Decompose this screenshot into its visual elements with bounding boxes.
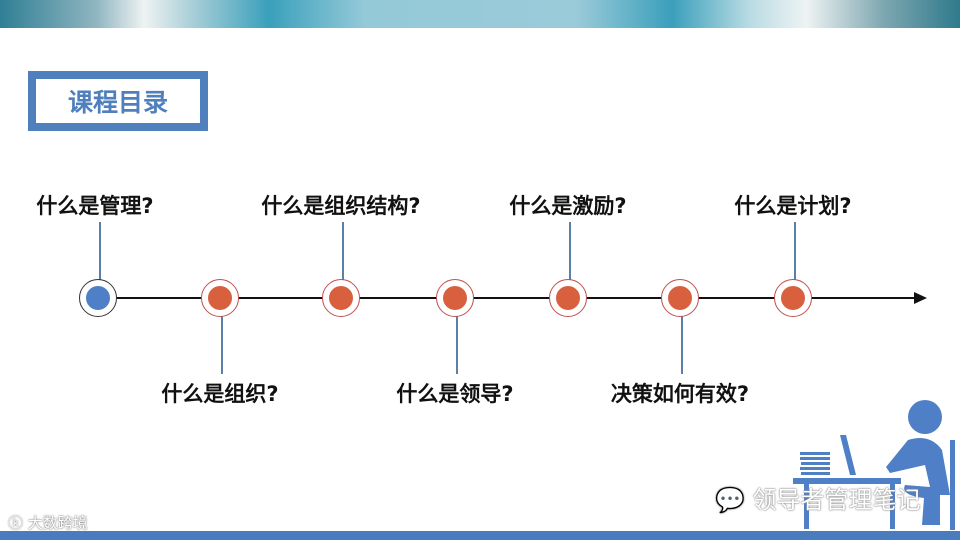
title-box: 课程目录 — [28, 71, 208, 131]
node-dot-icon — [86, 286, 110, 310]
connector-line — [681, 316, 683, 374]
corner-watermark-text: 大数跨境 — [27, 514, 88, 532]
wechat-watermark: 💬 领导者管理笔记 — [715, 480, 921, 515]
timeline-node[interactable] — [549, 279, 587, 317]
timeline-label[interactable]: 什么是组织? — [161, 382, 279, 406]
timeline-node[interactable] — [661, 279, 699, 317]
timeline-node[interactable] — [79, 279, 117, 317]
node-dot-icon — [668, 286, 692, 310]
node-dot-icon — [443, 286, 467, 310]
arrow-head-icon — [914, 292, 927, 304]
person-at-desk-illustration — [793, 400, 955, 530]
timeline-node[interactable] — [774, 279, 812, 317]
logo-icon: ⓚ — [8, 514, 24, 532]
node-dot-icon — [329, 286, 353, 310]
connector-line — [342, 222, 344, 280]
wechat-icon: 💬 — [715, 486, 745, 514]
node-dot-icon — [781, 286, 805, 310]
timeline-label[interactable]: 什么是领导? — [396, 382, 514, 406]
timeline-label[interactable]: 什么是激励? — [509, 194, 627, 218]
footer-bar — [0, 531, 960, 540]
connector-line — [221, 316, 223, 374]
page-title: 课程目录 — [67, 88, 168, 117]
timeline-label[interactable]: 什么是组织结构? — [261, 194, 421, 218]
connector-line — [569, 222, 571, 280]
wechat-watermark-text: 领导者管理笔记 — [752, 486, 921, 514]
corner-watermark: ⓚ 大数跨境 — [8, 512, 88, 533]
timeline-node[interactable] — [436, 279, 474, 317]
timeline-axis — [82, 297, 918, 299]
timeline-node[interactable] — [201, 279, 239, 317]
timeline-node[interactable] — [322, 279, 360, 317]
timeline-label[interactable]: 什么是管理? — [36, 194, 154, 218]
timeline-label[interactable]: 什么是计划? — [734, 194, 852, 218]
connector-line — [794, 222, 796, 280]
connector-line — [99, 222, 101, 280]
connector-line — [456, 316, 458, 374]
timeline-label[interactable]: 决策如何有效? — [610, 382, 750, 406]
header-banner — [0, 0, 960, 28]
node-dot-icon — [208, 286, 232, 310]
node-dot-icon — [556, 286, 580, 310]
